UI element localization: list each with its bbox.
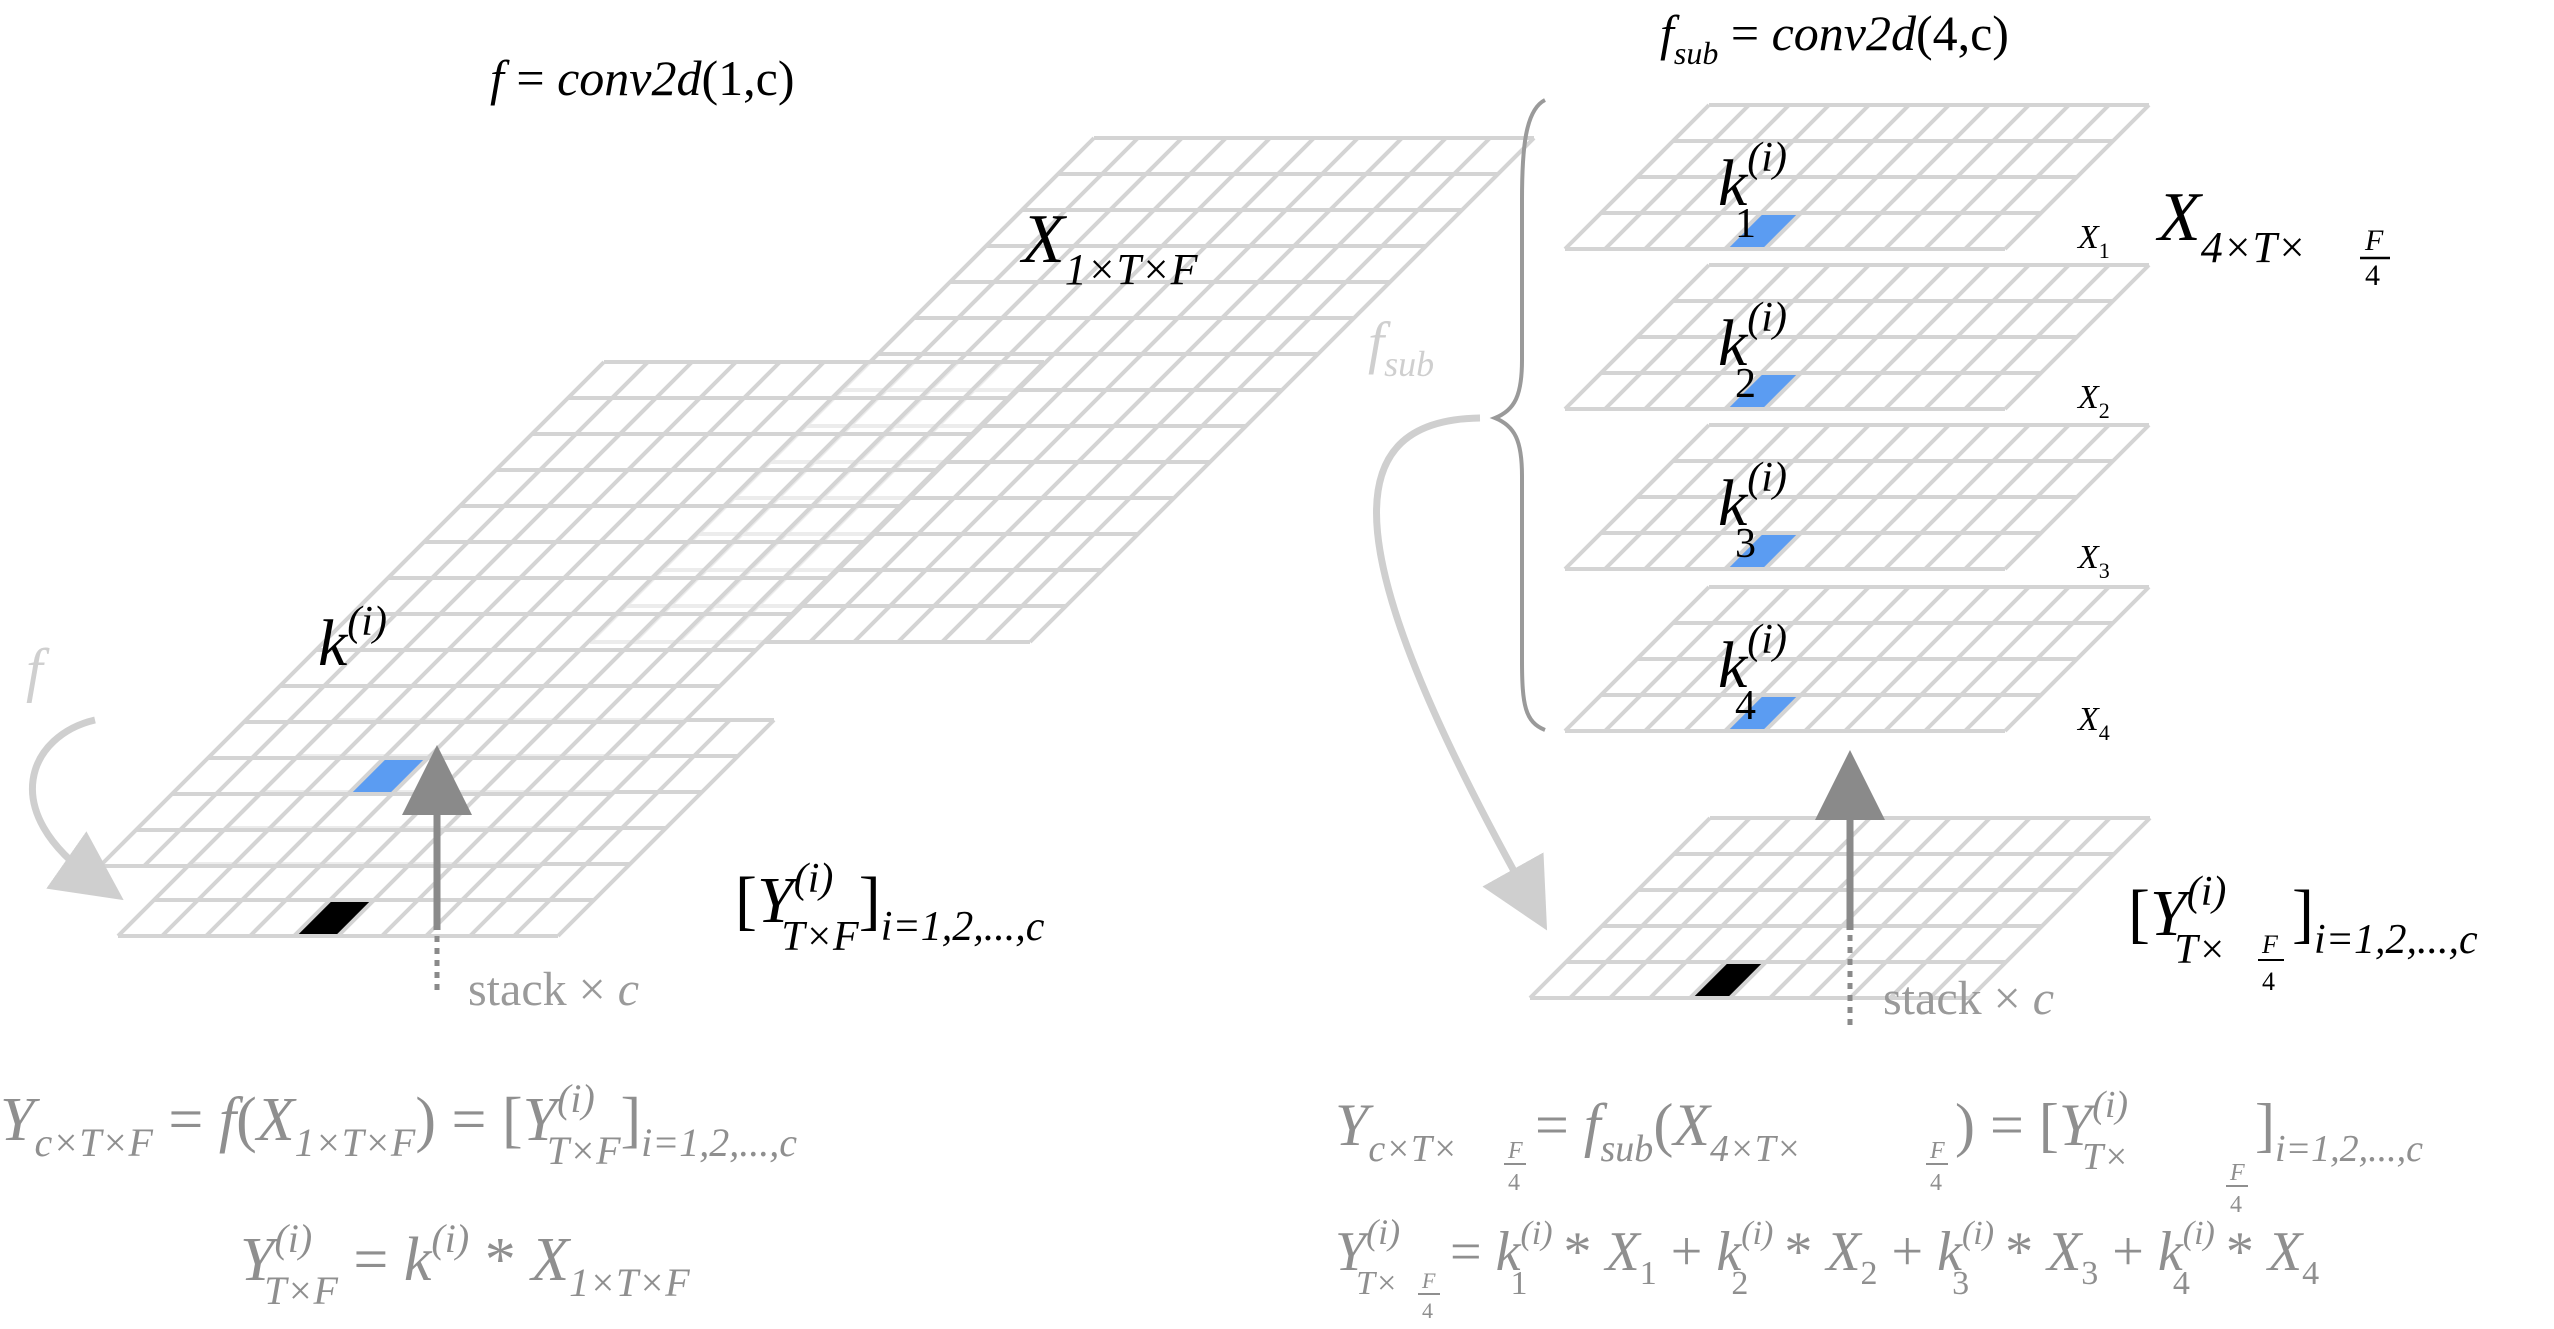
- right-band-grid-4: [1563, 585, 2151, 733]
- eq2-term-op-1: *: [1550, 1221, 1606, 1283]
- eq2-term-xsub-1: 1: [1640, 1255, 1657, 1292]
- right-eq1-frac-c: F 4: [2226, 1160, 2248, 1218]
- eq2-term-op-2: *: [1770, 1221, 1826, 1283]
- right-kernel-cell-3: [1725, 533, 1801, 569]
- eq2-term-x-4: X: [2266, 1221, 2305, 1283]
- left-output-label: [Y(i)T×F]i=1,2,...,c: [735, 856, 1045, 960]
- right-output-fraction: F 4: [2258, 930, 2284, 996]
- right-kernel-label-4: k(i)4: [1718, 617, 1787, 729]
- svg-text:4: 4: [2230, 1192, 2242, 1218]
- left-title: f = conv2d(1,c): [490, 50, 795, 106]
- svg-text:4: 4: [1508, 1170, 1520, 1196]
- right-output-label-tail: ]i=1,2,...,c: [2292, 877, 2478, 963]
- eq2-term-xsub-2: 2: [1861, 1255, 1878, 1292]
- left-equation-2: Y(i)T×F = k(i) * X1×T×F: [240, 1216, 690, 1313]
- svg-text:F: F: [2229, 1160, 2245, 1186]
- right-equation-1-mid: = fsub(X4×T×: [1535, 1092, 1801, 1170]
- svg-text:4: 4: [2262, 967, 2275, 996]
- right-kernel-cell-2: [1725, 373, 1801, 409]
- right-band-label-1: X1: [2076, 219, 2110, 263]
- right-band-grid-2: [1563, 263, 2151, 411]
- eq2-term-ksub-2: 2: [1731, 1265, 1748, 1302]
- right-stack-label: stack × c: [1883, 972, 2054, 1025]
- right-eq1-frac-a: F 4: [1504, 1138, 1526, 1196]
- right-equation-2-lhs: Y(i)T×: [1335, 1212, 1400, 1302]
- svg-text:F: F: [2261, 930, 2279, 959]
- left-output-cell: [294, 900, 374, 936]
- left-equation-1: Yc×T×F = f(X1×T×F) = [Y(i)T×F]i=1,2,...,…: [0, 1076, 797, 1173]
- eq2-term-xsub-3: 3: [2081, 1255, 2098, 1292]
- eq2-term-plus-2: +: [1878, 1221, 1938, 1283]
- right-equation-2-rhs: = k(i)1 * X1 + k(i)2 * X2 + k(i)3 * X3 +…: [1450, 1215, 2319, 1302]
- left-curve-arrow: [29, 716, 124, 901]
- right-band-grid-3: [1563, 423, 2151, 571]
- eq2-term-ksup-2: (i): [1741, 1215, 1773, 1252]
- right-kernel-label-3: k(i)3: [1718, 455, 1787, 567]
- eq2-term-x-1: X: [1604, 1221, 1643, 1283]
- eq2-term-op-3: *: [1991, 1221, 2047, 1283]
- left-stack-label: stack × c: [468, 963, 639, 1016]
- left-input-grid-front: [98, 360, 1046, 868]
- right-arrow-label: fsub: [1368, 310, 1434, 384]
- right-band-label-4: X4: [2076, 701, 2110, 745]
- right-eq2-frac: F 4: [1418, 1268, 1440, 1323]
- eq2-term-ksup-3: (i): [1962, 1215, 1994, 1252]
- svg-text:4: 4: [1422, 1298, 1433, 1323]
- eq2-term-xsub-4: 4: [2302, 1255, 2319, 1292]
- eq2-term-ksub-1: 1: [1511, 1265, 1528, 1302]
- right-band-label-2: X2: [2076, 379, 2110, 423]
- svg-text:4: 4: [1930, 1170, 1942, 1196]
- right-equation-1: Yc×T×: [1335, 1092, 1458, 1170]
- eq2-term-ksup-4: (i): [2183, 1215, 2215, 1252]
- eq2-term-x-2: X: [1824, 1221, 1863, 1283]
- eq2-term-op-4: *: [2212, 1221, 2268, 1283]
- eq2-term-k-2: k: [1716, 1221, 1742, 1283]
- right-band-grid-1: [1563, 103, 2151, 251]
- right-brace: [1489, 98, 1547, 732]
- right-equation-1-tail: ) = [Y(i)T×: [1955, 1084, 2129, 1178]
- grid-layers: [98, 103, 2152, 1000]
- eq2-term-ksub-4: 4: [2173, 1265, 2190, 1302]
- eq2-term-k-3: k: [1937, 1221, 1963, 1283]
- right-curve-arrow: [1373, 414, 1548, 931]
- eq2-term-ksub-3: 3: [1952, 1265, 1969, 1302]
- right-kernel-cell-4: [1725, 695, 1801, 731]
- svg-text:F: F: [1507, 1138, 1523, 1164]
- right-input-label: X4×T×: [2155, 179, 2307, 272]
- right-band-label-3: X3: [2076, 539, 2110, 583]
- left-input-label: X1×T×F: [1019, 201, 1199, 294]
- left-panel: f = conv2d(1,c) X1×T×F k(i) f stack × c …: [0, 50, 1199, 1313]
- right-input-fraction: F 4: [2360, 224, 2390, 292]
- right-equation-1-end: ]i=1,2,...,c: [2255, 1092, 2423, 1170]
- eq2-term-k-1: k: [1496, 1221, 1522, 1283]
- left-kernel-label: k(i): [318, 599, 387, 680]
- eq2-term-k-4: k: [2158, 1221, 2184, 1283]
- right-kernel-label-1: k(i)1: [1718, 135, 1787, 247]
- eq2-term-plus-3: +: [2098, 1221, 2158, 1283]
- svg-text:4: 4: [2365, 259, 2380, 292]
- right-eq1-frac-b: F 4: [1926, 1138, 1948, 1196]
- right-kernel-label-2: k(i)2: [1718, 295, 1787, 407]
- right-kernel-cell-1: [1725, 213, 1801, 249]
- left-arrow-label: f: [26, 637, 50, 703]
- eq2-term-ksup-1: (i): [1520, 1215, 1552, 1252]
- eq2-term-plus-1: +: [1657, 1221, 1717, 1283]
- right-title: fsub = conv2d(4,c): [1660, 5, 2009, 71]
- eq2-term-x-3: X: [2045, 1221, 2084, 1283]
- right-output-grid: [1528, 816, 2152, 1000]
- svg-text:F: F: [2364, 224, 2384, 257]
- svg-text:F: F: [1929, 1138, 1945, 1164]
- svg-text:F: F: [1421, 1268, 1436, 1293]
- right-output-cell: [1690, 962, 1766, 998]
- right-output-label: [Y(i)T×: [2128, 869, 2226, 973]
